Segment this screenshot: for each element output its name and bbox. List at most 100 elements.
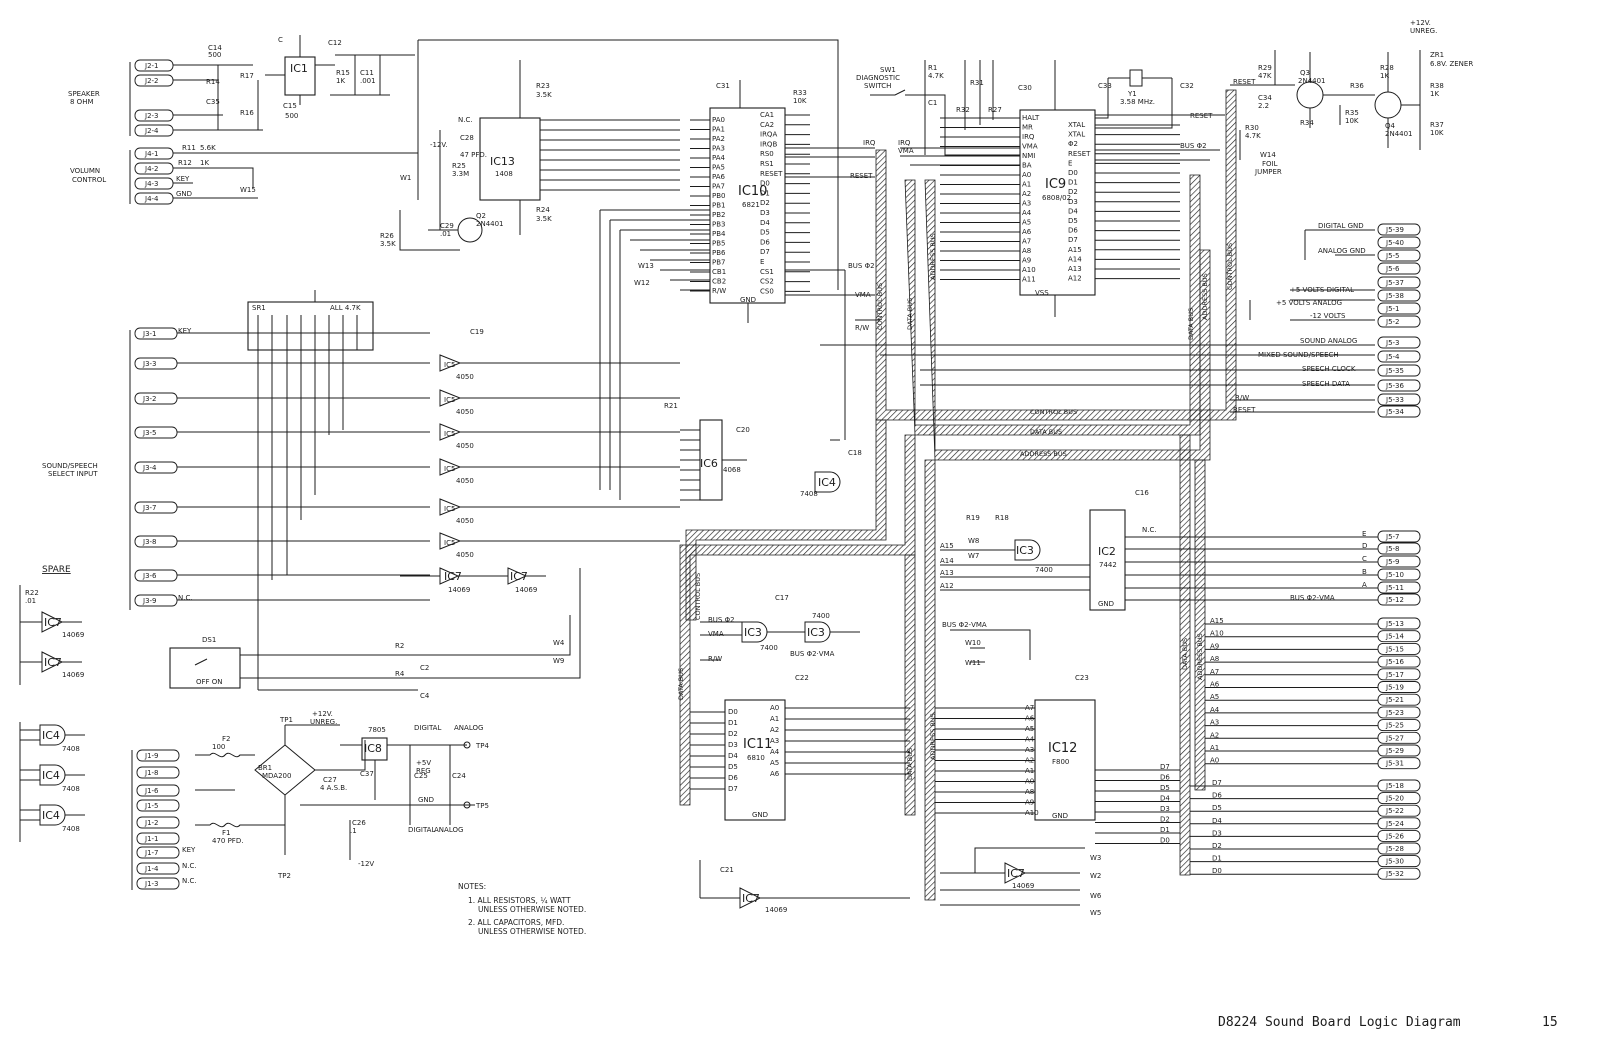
- j3-conn-5: J3-7: [134, 501, 178, 514]
- j5-mid-5: J5-12: [1377, 593, 1421, 606]
- spare-label: SPARE: [42, 565, 71, 575]
- ic9-pin-r-5: D0: [1068, 169, 1078, 177]
- c26-value: .1: [350, 827, 357, 835]
- sound-analog-label: SOUND ANALOG: [1300, 337, 1357, 345]
- j5-top-2: J5-5: [1377, 249, 1421, 262]
- j1-conn-8: J1-3: [136, 877, 180, 890]
- ic10-left-pins: PA0PA1PA2PA3PA4PA5PA6PA7PB0PB1PB2PB3PB4P…: [690, 116, 726, 295]
- j5-mid-sig-0: E: [1362, 530, 1366, 538]
- r36-label: R36: [1350, 82, 1364, 90]
- j5-top-10-label: J5-35: [1385, 367, 1404, 375]
- control-bus-label-v2: CONTROL BUS: [1226, 243, 1234, 290]
- w4-label: W4: [553, 639, 565, 647]
- address-bus-label-v1: ADDRESS BUS: [929, 233, 937, 280]
- ic9-pin-r-0: XTAL: [1068, 121, 1085, 129]
- c30-label: C30: [1018, 84, 1032, 92]
- j5-addr-sig-0: A15: [1210, 617, 1224, 625]
- ic9-pin-l-13: A7: [1022, 238, 1031, 246]
- ic12-d-0: D7: [1160, 763, 1170, 771]
- j5-top-0-label: J5-39: [1385, 226, 1404, 234]
- ic9-pin-l-11: A5: [1022, 219, 1031, 227]
- ic12-a-6: A1: [1025, 767, 1034, 775]
- j5-top-9: J5-4: [1377, 350, 1421, 363]
- plus5-label: +5V: [416, 759, 431, 767]
- ic9-cpu: IC9 6808/02 VSS: [1019, 109, 1096, 297]
- ic10-pin-l-14: PB6: [712, 249, 726, 257]
- j5-address-connector: J5-13A15J5-14A10J5-15A9J5-16A8J5-17A7J5-…: [1205, 617, 1421, 770]
- j5-mid-0-label: J5-7: [1385, 533, 1400, 541]
- ic5-part-3: 4050: [456, 477, 474, 485]
- j3-conn-3-label: J3-5: [142, 429, 157, 437]
- ic11-a-4: A4: [770, 748, 780, 756]
- j3-conn-1: J3-3: [134, 357, 178, 370]
- ic11-name: IC11: [743, 737, 772, 752]
- ic11-d-6: D6: [728, 774, 738, 782]
- r29-value: 47K: [1258, 72, 1272, 80]
- j5-mid-sig-1: D: [1362, 542, 1367, 550]
- ic2-gnd: GND: [1098, 600, 1114, 608]
- a13-dec: A13: [940, 569, 954, 577]
- zr1-label: ZR1: [1430, 51, 1444, 59]
- speaker-ohm-label: 8 OHM: [70, 98, 94, 106]
- j5-mid-sig-4: A: [1362, 581, 1367, 589]
- r12-label: R12: [178, 159, 192, 167]
- ic10-pin-r-0: CA1: [760, 111, 774, 119]
- ic7-bottom-part: 14069: [765, 906, 787, 914]
- j1-conn-3-label: J1-5: [144, 802, 159, 810]
- j5-top-connector: J5-39J5-40J5-5J5-6J5-37J5-38J5-1J5-2J5-3…: [1377, 223, 1421, 418]
- spare-ic7-a: IC7: [44, 616, 62, 629]
- w15-label: W15: [240, 186, 256, 194]
- r12-value: 1K: [200, 159, 209, 167]
- j1-conn-7: J1-4: [136, 862, 180, 875]
- j5-data-0: J5-18: [1377, 779, 1421, 792]
- j5-top-11-label: J5-36: [1385, 382, 1404, 390]
- ic9-part: 6808/02: [1042, 194, 1071, 202]
- ic10-pin-l-11: PB3: [712, 221, 725, 229]
- ic11-a-5: A5: [770, 759, 779, 767]
- ic5-part-1: 4050: [456, 408, 474, 416]
- address-bus-label-v3: ADDRESS BUS: [929, 713, 937, 760]
- data-bus-label-v5: DATA BUS: [1181, 638, 1189, 670]
- data-bus-label: DATA BUS: [1030, 428, 1062, 436]
- ic9-pin-l-6: A0: [1022, 171, 1031, 179]
- a15-dec: A15: [940, 542, 954, 550]
- c28-value: 47 PFD.: [460, 151, 487, 159]
- ic2-decoder: IC2 7442 GND: [1089, 509, 1126, 611]
- j5-addr-sig-2: A9: [1210, 642, 1219, 650]
- ic10-pin-r-11: D4: [760, 219, 770, 227]
- tp5-label: TP5: [475, 802, 489, 810]
- q4-name: Q4: [1385, 122, 1396, 130]
- w5-label: W5: [1090, 909, 1101, 917]
- ic2-part: 7442: [1099, 561, 1117, 569]
- r11-label: R11: [182, 144, 196, 152]
- j4-4: J4-4: [144, 195, 159, 203]
- ic3-b-part: 7400: [812, 612, 830, 620]
- ic12-a-9: A9: [1025, 799, 1034, 807]
- ic4-top-part: 7408: [800, 490, 818, 498]
- plus5-digital-label: +5 VOLTS DIGITAL: [1290, 286, 1354, 294]
- r27-label: R27: [988, 106, 1002, 114]
- a14-dec: A14: [940, 557, 954, 565]
- c17-label: C17: [775, 594, 789, 602]
- ic3-gates-left: IC3 IC3 7400 7400: [700, 612, 860, 661]
- w11-label: W11: [965, 659, 981, 667]
- ic11-d-1: D1: [728, 719, 738, 727]
- c27-label: C27: [323, 776, 337, 784]
- r25-value: 3.3M: [452, 170, 469, 178]
- control-bus: [685, 89, 1237, 621]
- bus-phi2-pia: BUS Φ2: [848, 262, 875, 270]
- j5-top-1: J5-40: [1377, 236, 1421, 249]
- c35-label: C35: [206, 98, 220, 106]
- j5-mid-1-label: J5-8: [1385, 545, 1400, 553]
- j5-data-sig-6: D1: [1212, 855, 1222, 863]
- analog-bottom-label: ANALOG: [434, 826, 463, 834]
- w8-label: W8: [968, 537, 979, 545]
- c37-label: C37: [360, 770, 374, 778]
- bus-phi2-vma-label: BUS Φ2-VMA: [942, 621, 987, 629]
- note-1b: UNLESS OTHERWISE NOTED.: [478, 905, 586, 914]
- j5-top-7-label: J5-2: [1385, 318, 1400, 326]
- r18-label: R18: [995, 514, 1009, 522]
- minus12-ic13-label: -12V.: [430, 141, 448, 149]
